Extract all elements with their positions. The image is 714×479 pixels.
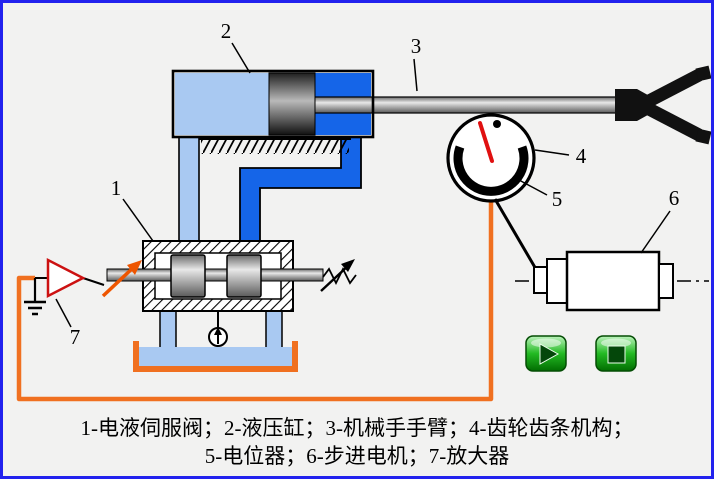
valve-input-arrow [101, 260, 142, 298]
gripper [615, 65, 711, 145]
valve-spool-land-left [170, 254, 206, 298]
label-amplifier: 7 [70, 325, 81, 349]
stepper-motor [515, 250, 709, 312]
dial-contact-dot [493, 120, 501, 128]
label-potentiometer: 5 [552, 187, 563, 211]
stop-icon [607, 345, 626, 364]
leader-1 [122, 198, 154, 242]
leader-3 [413, 58, 418, 92]
link-rod [493, 198, 542, 277]
caption-line-1: 1-电液伺服阀；2-液压缸；3-机械手手臂；4-齿轮齿条机构； [80, 416, 634, 440]
label-servo-valve: 1 [111, 176, 122, 200]
part-labels: 1 2 3 4 5 6 7 [55, 19, 680, 349]
valve-spool-rod [106, 268, 324, 282]
tank-fluid [139, 347, 292, 368]
pipe-left-light [178, 136, 200, 245]
label-gear-rack: 4 [576, 144, 587, 168]
pump [208, 299, 228, 347]
dial-arc [453, 145, 529, 196]
dial-needle [478, 121, 494, 163]
amplifier-triangle [46, 257, 86, 299]
leader-6 [640, 210, 671, 254]
ground-hatch [199, 138, 351, 154]
leader-7 [55, 298, 72, 328]
hydraulic-cylinder [171, 69, 626, 139]
potentiometer-dial [446, 113, 536, 203]
valve-spring-right [320, 259, 357, 292]
cylinder-body-outline [171, 69, 375, 139]
play-icon [539, 343, 560, 365]
ground-symbol [24, 278, 46, 316]
oil-tank [133, 341, 298, 372]
piston [268, 72, 316, 136]
feedback-wire [16, 200, 494, 402]
valve-spool-land-right [226, 254, 262, 298]
servo-valve [101, 240, 357, 312]
leader-2 [231, 42, 251, 74]
leader-5 [518, 179, 548, 196]
label-cylinder: 2 [221, 19, 232, 43]
tank-pipe-right [265, 308, 283, 352]
leader-4 [534, 149, 570, 156]
diagram-canvas: 1 2 3 4 5 6 7 [16, 19, 711, 402]
stop-button[interactable] [595, 335, 637, 372]
play-button[interactable] [525, 335, 567, 372]
amplifier [35, 257, 105, 299]
caption-line-2: 5-电位器；6-步进电机；7-放大器 [204, 444, 510, 468]
motor-body [565, 250, 661, 312]
label-arm: 3 [411, 34, 422, 58]
caption: 1-电液伺服阀；2-液压缸；3-机械手手臂；4-齿轮齿条机构； 5-电位器；6-… [3, 414, 711, 470]
piston-rod-manipulator-arm [302, 96, 626, 114]
label-stepper-motor: 6 [669, 186, 680, 210]
tank-pipe-left [159, 308, 177, 352]
